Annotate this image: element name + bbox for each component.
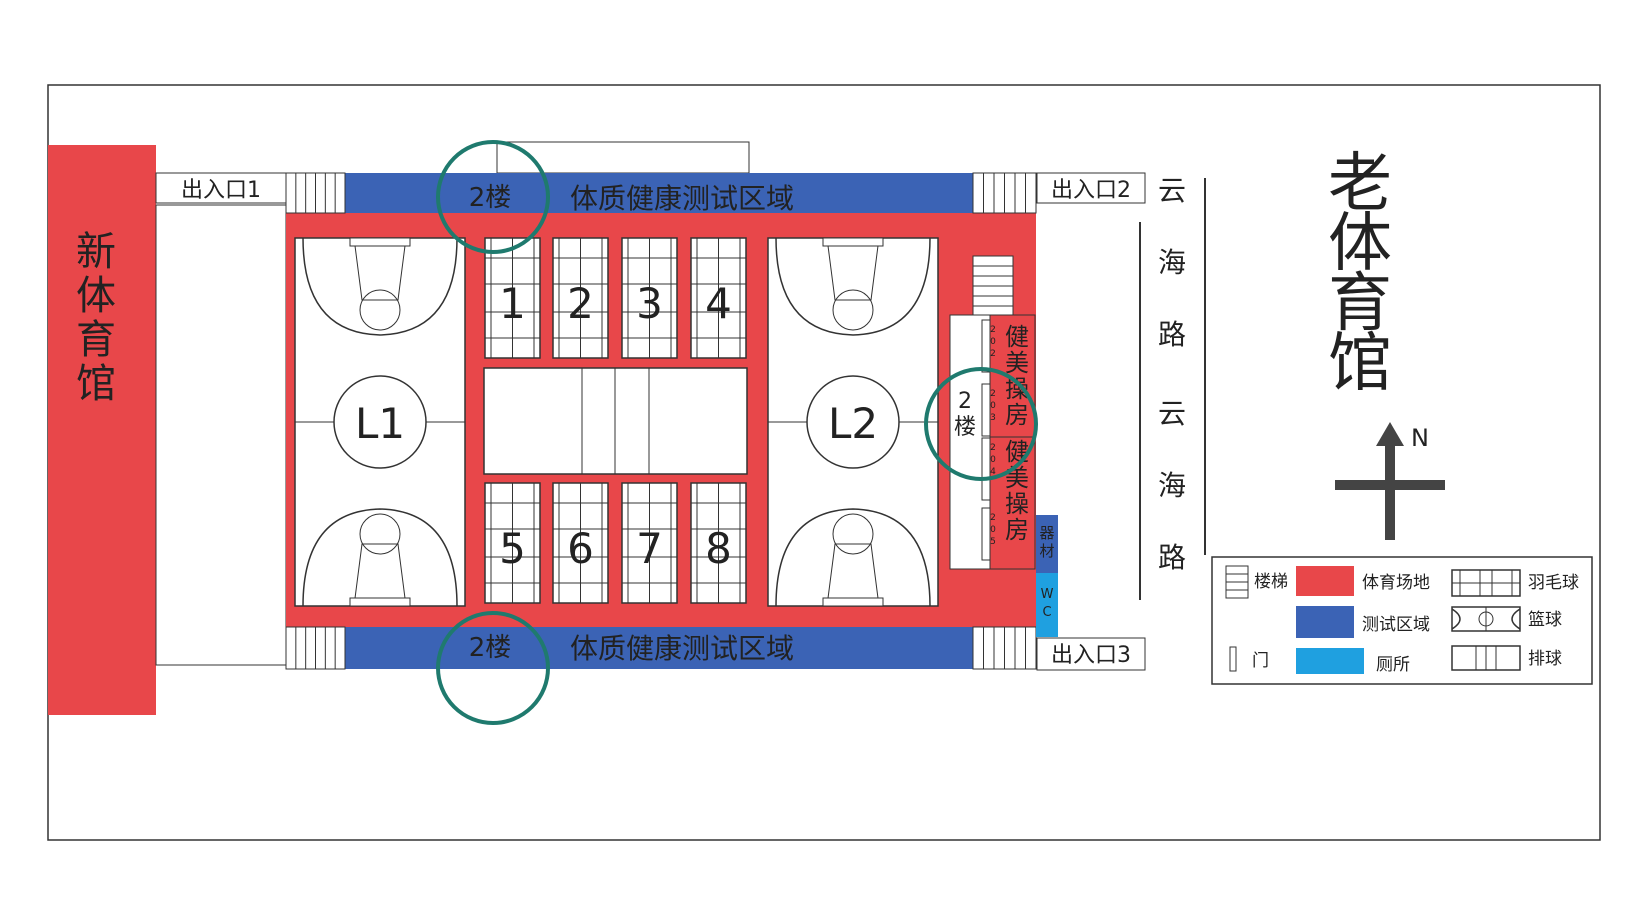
stairs-group	[285, 172, 1037, 670]
test-area-north[interactable]	[345, 173, 973, 213]
legend-volleyball-label: 排球	[1528, 649, 1562, 669]
legend-badminton-label: 羽毛球	[1528, 573, 1579, 593]
badminton-court-4[interactable]: 4	[690, 237, 747, 359]
legend-door-label: 门	[1252, 651, 1269, 671]
basketball-court-l2-label: L2	[828, 399, 878, 448]
test-area-north-floor: 2楼	[469, 183, 512, 213]
road-far-text: 云海路	[1158, 397, 1186, 574]
test-area-south-label: 体质健康测试区域	[570, 632, 794, 665]
road-label-near: 云海路	[1158, 174, 1186, 351]
old-gym-text: 老体育馆	[1328, 147, 1392, 401]
badminton-court-5[interactable]: 5	[484, 482, 541, 604]
badminton-court-label-6: 6	[567, 524, 594, 573]
stairs-southwest	[285, 626, 346, 670]
east-wing-floor-char: 楼	[954, 415, 976, 440]
legend-toilet-label: 厕所	[1376, 655, 1410, 675]
stairs-east-wing	[972, 255, 1014, 317]
entrance-1-box[interactable]	[155, 172, 287, 204]
test-area-north-label: 体质健康测试区域	[570, 182, 794, 215]
basketball-court-l2[interactable]: L2	[767, 237, 939, 607]
legend-door-icon	[1229, 646, 1237, 672]
north-annex	[496, 141, 750, 174]
legend-basketball-label: 篮球	[1528, 610, 1562, 630]
stairs-northeast	[972, 172, 1037, 214]
badminton-court-label-7: 7	[636, 524, 663, 573]
basketball-courts: L1 L2	[294, 237, 939, 607]
basketball-court-l1-label: L1	[355, 399, 405, 448]
legend-volleyball-icon	[1451, 645, 1521, 671]
entrance-3-box[interactable]	[1036, 637, 1146, 671]
highlight-ring-east	[924, 367, 1038, 481]
legend-stairs-label: 楼梯	[1254, 572, 1288, 592]
legend-sports-field-label: 体育场地	[1362, 573, 1430, 593]
badminton-court-8[interactable]: 8	[690, 482, 747, 604]
road-near-text: 云海路	[1158, 174, 1186, 351]
new-gym-label: 新体育馆	[76, 229, 116, 407]
badminton-court-label-2: 2	[567, 279, 594, 328]
room-door-202[interactable]	[981, 319, 991, 373]
north-arrow-icon	[1376, 422, 1404, 446]
volleyball-court[interactable]	[483, 367, 748, 475]
west-corridor	[155, 204, 287, 666]
basketball-court-l1[interactable]: L1	[294, 237, 466, 607]
badminton-court-label-3: 3	[636, 279, 663, 328]
equipment-room[interactable]	[1036, 515, 1058, 573]
wc-room[interactable]	[1036, 573, 1058, 637]
test-area-south-floor: 2楼	[469, 633, 512, 663]
stairs-northwest	[285, 172, 346, 214]
new-gym-building[interactable]	[48, 145, 156, 715]
stairs-southeast	[972, 626, 1037, 670]
road-label-far: 云海路	[1158, 397, 1186, 574]
room-204-name: 健美操房	[1005, 438, 1029, 544]
entrance-3-label: 出入口3	[1051, 643, 1131, 668]
badminton-court-label-4: 4	[705, 279, 732, 328]
legend-test-area-label: 测试区域	[1362, 615, 1430, 635]
equipment-label: 器材	[1039, 524, 1054, 560]
badminton-court-1[interactable]: 1	[484, 237, 541, 359]
east-wing-floor-digit: 2	[958, 389, 972, 414]
legend-toilet-swatch	[1296, 648, 1364, 674]
entrance-2-box[interactable]	[1036, 172, 1146, 204]
room-door-204[interactable]	[981, 437, 991, 501]
entrance-1-label: 出入口1	[181, 178, 261, 203]
badminton-court-label-5: 5	[499, 524, 526, 573]
aerobics-rooms-block[interactable]	[989, 314, 1036, 570]
room-door-203[interactable]	[981, 383, 991, 437]
legend-sports-field-swatch	[1296, 566, 1354, 596]
legend: 楼梯 体育场地 羽毛球 测试区域 篮球 门 厕所	[1211, 556, 1593, 685]
compass: N	[1335, 422, 1445, 540]
highlight-ring-north	[436, 140, 550, 254]
room-door-205[interactable]	[981, 507, 991, 561]
legend-box	[1211, 556, 1593, 685]
entrance-2-label: 出入口2	[1051, 178, 1131, 203]
badminton-court-label-8: 8	[705, 524, 732, 573]
legend-stairs-icon	[1225, 565, 1249, 599]
badminton-court-6[interactable]: 6	[552, 482, 609, 604]
legend-basketball-icon	[1451, 606, 1521, 632]
badminton-court-7[interactable]: 7	[621, 482, 678, 604]
old-gym-label: 老体育馆	[1328, 147, 1392, 401]
badminton-court-label-1: 1	[499, 279, 526, 328]
badminton-court-2[interactable]: 2	[552, 237, 609, 359]
compass-north-label: N	[1411, 424, 1429, 452]
legend-badminton-icon	[1451, 569, 1521, 597]
legend-test-area-swatch	[1296, 606, 1354, 638]
badminton-court-3[interactable]: 3	[621, 237, 678, 359]
highlight-ring-south	[436, 611, 550, 725]
room-202-name: 健美操房	[1005, 323, 1029, 429]
